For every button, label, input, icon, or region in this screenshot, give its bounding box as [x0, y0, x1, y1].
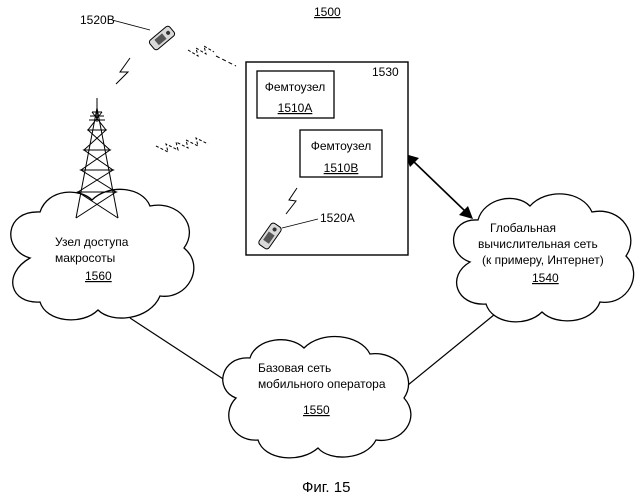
ue-b-leader: [112, 20, 150, 30]
wan-label-line1: Глобальная: [490, 221, 556, 235]
core-cloud: Базовая сеть мобильного оператора 1550: [223, 337, 411, 458]
wireless-link-b-tower-icon: [116, 58, 130, 84]
wan-label-line3: (к примеру, Интернет): [482, 253, 604, 267]
femto-node-a-title: Фемтоузел: [265, 80, 326, 94]
femto-node-b-ref: 1510B: [324, 161, 359, 175]
wan-label-line2: вычислительная сеть: [478, 237, 598, 251]
core-label-line2: мобильного оператора: [258, 377, 386, 391]
core-label-line1: Базовая сеть: [258, 361, 331, 375]
wireless-link-b-femto-dash: [216, 56, 236, 66]
figure-number: 1500: [314, 5, 341, 19]
ue-a-ref: 1520A: [320, 211, 355, 225]
femto-area-ref: 1530: [372, 65, 399, 79]
femto-node-b-title: Фемтоузел: [311, 139, 372, 153]
wireless-link-b-femto-icon: [188, 46, 214, 56]
wan-cloud: Глобальная вычислительная сеть (к пример…: [454, 194, 634, 322]
mobile-phone-b-icon: [148, 25, 176, 51]
wan-ref: 1540: [532, 271, 559, 285]
macro-label-line1: Узел доступа: [55, 235, 129, 249]
femto-node-a-ref: 1510A: [278, 101, 313, 115]
macro-label-line2: макросоты: [55, 251, 115, 265]
wireless-link-tower-femto-icon: [156, 138, 208, 152]
femto-node-a: Фемтоузел 1510A: [257, 71, 334, 118]
core-ref: 1550: [303, 403, 330, 417]
femto-wan-arrow: [405, 154, 473, 219]
ue-b-ref: 1520B: [80, 13, 115, 27]
macro-ref: 1560: [85, 269, 112, 283]
femto-node-b: Фемтоузел 1510B: [300, 130, 382, 177]
figure-caption: Фиг. 15: [302, 479, 350, 496]
core-to-wan-link: [408, 310, 500, 385]
